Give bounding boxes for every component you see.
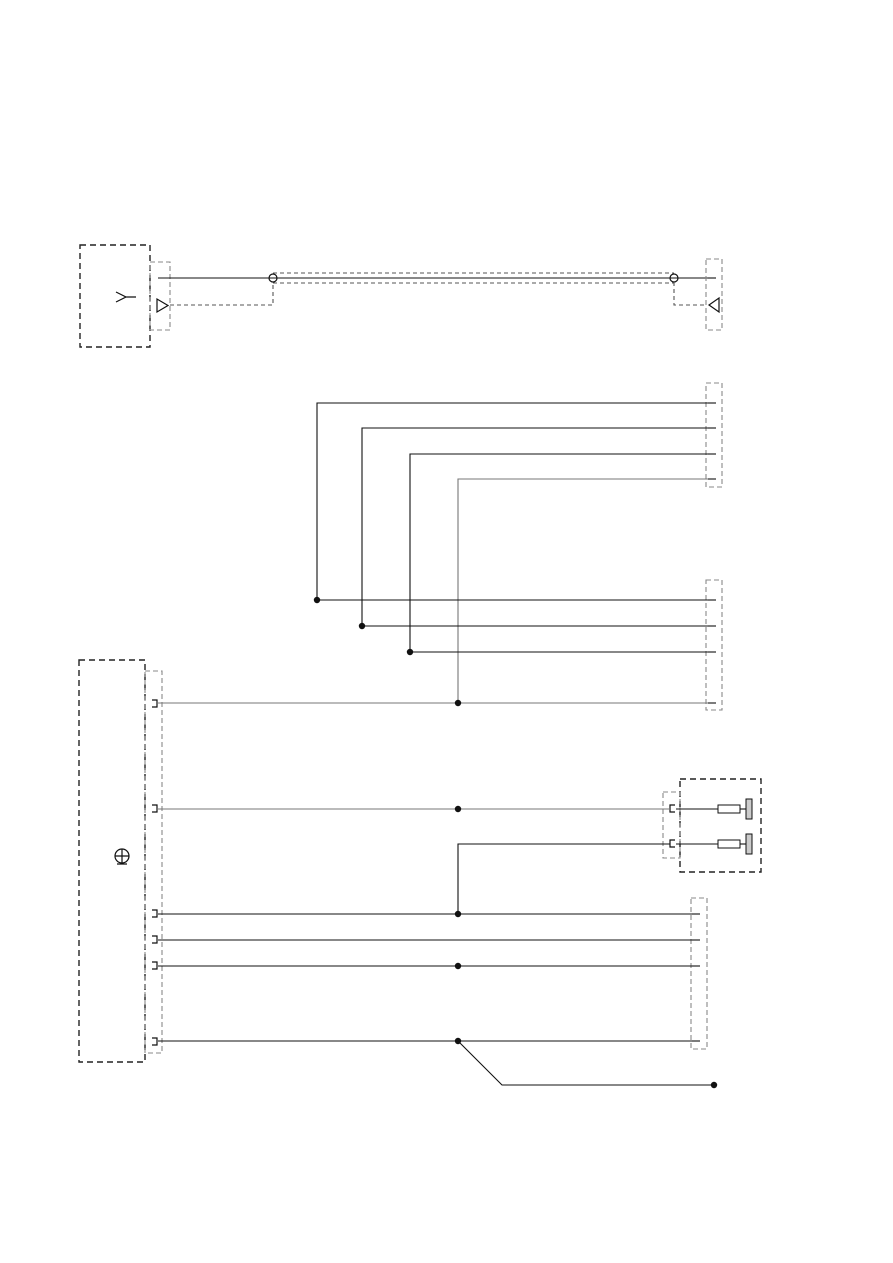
speaker-icon xyxy=(669,833,753,855)
wire-a4 xyxy=(457,478,716,703)
ground-branch-wire xyxy=(457,1040,714,1086)
wire-a2 xyxy=(361,427,716,626)
shield-ring-left xyxy=(268,273,278,283)
wire-a1 xyxy=(316,402,716,600)
wire-a3 xyxy=(409,453,716,652)
upper-connector-a xyxy=(705,382,723,488)
splice-node xyxy=(454,962,462,970)
antenna-icon xyxy=(115,291,136,303)
radio-unit-box xyxy=(78,659,146,1063)
splice-node xyxy=(313,596,321,604)
speaker-pair-box xyxy=(679,778,762,873)
splice-node xyxy=(454,910,462,918)
splice-node xyxy=(358,622,366,630)
triangle-marker-right-icon xyxy=(707,296,720,314)
connector-pin-ticks xyxy=(692,402,716,1042)
antenna-connector-left xyxy=(149,261,171,331)
speaker-connector xyxy=(662,791,681,859)
antenna-connector-right xyxy=(705,258,723,331)
splice-node xyxy=(406,648,414,656)
antenna-module-box xyxy=(79,244,151,348)
splice-node xyxy=(454,699,462,707)
upper-connector-b xyxy=(705,579,723,711)
triangle-marker-left-icon xyxy=(156,297,170,314)
radio-pin-brackets xyxy=(152,699,158,1046)
speaker-symbol-icon xyxy=(114,848,130,865)
radio-unit-connector xyxy=(144,670,163,1054)
splice-node xyxy=(454,805,462,813)
cable-shield xyxy=(273,272,674,284)
wire-r3-branch xyxy=(457,843,670,914)
ground-point xyxy=(710,1081,718,1089)
shield-drain-right xyxy=(673,282,705,306)
shield-drain-left xyxy=(170,282,274,306)
lower-right-connector xyxy=(690,897,708,1050)
speaker-icon xyxy=(669,798,753,820)
